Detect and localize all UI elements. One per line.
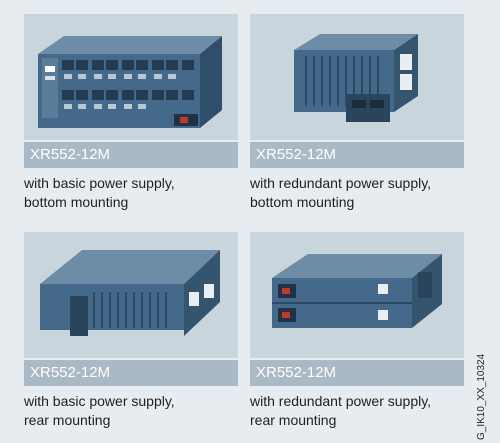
product-card-2: XR552-12M with redundant power supply, b… (250, 14, 464, 212)
description-line-1: with basic power supply, (24, 175, 175, 191)
description-line-2: rear mounting (24, 412, 111, 428)
model-label-4: XR552-12M (250, 360, 464, 386)
product-card-4: XR552-12M with redundant power supply, r… (250, 232, 464, 430)
device-image-front (24, 14, 238, 140)
device-image-redundant-rear (250, 232, 464, 358)
product-card-3: XR552-12M with basic power supply, rear … (24, 232, 238, 430)
model-label-3: XR552-12M (24, 360, 238, 386)
model-label-1: XR552-12M (24, 142, 238, 168)
device-image-rear (250, 14, 464, 140)
description-line-1: with redundant power supply, (250, 175, 432, 191)
product-card-1: XR552-12M with basic power supply, botto… (24, 14, 238, 212)
description-line-2: bottom mounting (250, 194, 355, 210)
description-4: with redundant power supply, rear mounti… (250, 392, 464, 430)
model-label-2: XR552-12M (250, 142, 464, 168)
description-line-2: bottom mounting (24, 194, 129, 210)
image-code: G_IK10_XX_10324 (476, 353, 487, 440)
description-2: with redundant power supply, bottom moun… (250, 174, 464, 212)
description-line-1: with basic power supply, (24, 393, 175, 409)
device-image-rear-mount (24, 232, 238, 358)
description-line-1: with redundant power supply, (250, 393, 432, 409)
description-1: with basic power supply, bottom mounting (24, 174, 238, 212)
description-line-2: rear mounting (250, 412, 337, 428)
description-3: with basic power supply, rear mounting (24, 392, 238, 430)
